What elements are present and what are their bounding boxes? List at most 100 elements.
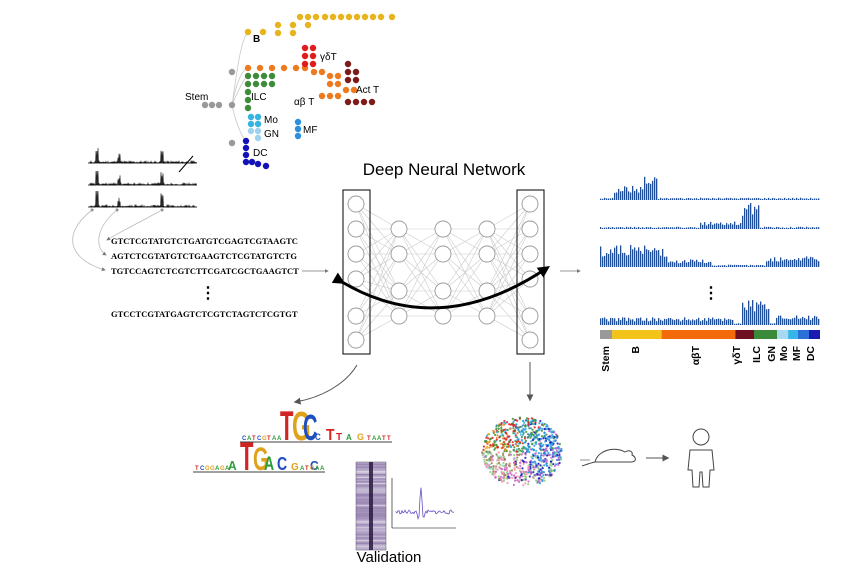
embedding-cell-point (543, 435, 546, 438)
embedding-cell-point (534, 466, 537, 469)
profile-bar (656, 178, 658, 200)
network-node (347, 195, 365, 213)
motif-arrow (293, 364, 358, 405)
profile-bar (680, 321, 682, 325)
embedding-cell-point (503, 443, 506, 446)
embedding-cell-point (527, 448, 530, 451)
profile-bar (672, 227, 674, 229)
embedding-cell-point (502, 461, 505, 465)
lineage-cell-dot (296, 13, 304, 21)
network-edge (486, 253, 531, 317)
profile-bar (780, 257, 782, 267)
profile-bar (658, 250, 660, 267)
profile-bar (714, 265, 716, 267)
profile-bar (634, 190, 636, 200)
logo-letter: T (252, 436, 256, 442)
embedding-cell-point (533, 426, 536, 429)
profile-bar (674, 198, 676, 200)
profile-bar (682, 227, 684, 229)
embedding-cell-point (524, 475, 527, 478)
profile-bar (654, 227, 656, 229)
embedding-cell-point (486, 441, 489, 444)
embedding-cell-point (496, 445, 499, 449)
embedding-cell-point (540, 435, 544, 438)
profile-bar (640, 187, 642, 200)
embedding-cell-point (544, 448, 547, 451)
lineage-cell-dot (344, 76, 352, 84)
embedding-cell-point (520, 435, 524, 439)
profile-bar (626, 226, 628, 229)
logo-letter: C (257, 436, 262, 442)
embedding-cell-point (554, 439, 557, 442)
logo-letter: T (240, 434, 254, 479)
embedding-cell-point (527, 446, 531, 449)
profile-bar (716, 198, 718, 200)
embedding-cell-point (532, 461, 535, 464)
profile-bar (732, 319, 734, 325)
profile-bar (630, 319, 632, 325)
embedding-cell-point (542, 459, 545, 462)
profile-bar (680, 227, 682, 229)
profile-bar (762, 227, 764, 229)
profile-bar (804, 318, 806, 325)
embedding-cell-point (528, 469, 531, 472)
embedding-cell-point (488, 440, 491, 443)
profile-bar (706, 225, 708, 229)
embedding-cell-point (495, 443, 498, 446)
network-node (347, 331, 365, 349)
profile-bar (632, 185, 634, 200)
profile-bar (694, 320, 696, 325)
embedding-cell-point (521, 419, 525, 422)
profile-bar (600, 198, 602, 200)
embedding-cell-point (491, 436, 494, 439)
profile-bar (740, 223, 742, 229)
embedding-cell-point (558, 447, 561, 450)
embedding-cell-point (527, 483, 530, 486)
profile-bar (686, 262, 688, 267)
profile-bar (812, 318, 814, 325)
profile-bar (712, 317, 714, 325)
embedding-cell-point (512, 427, 515, 430)
profile-bar (748, 197, 750, 200)
embedding-cell-point (484, 463, 487, 466)
embedding-cell-point (558, 457, 562, 460)
cell-type-segment (661, 330, 736, 339)
embedding-cell-point (518, 430, 521, 433)
profile-bar (704, 198, 706, 200)
embedding-cell-point (530, 455, 533, 458)
profile-bar (802, 227, 804, 229)
embedding-cell-point (495, 431, 498, 434)
lineage-cell-dot (368, 98, 376, 106)
embedding-cell-point (493, 448, 496, 451)
network-edge (486, 290, 531, 341)
logo-letter: C (315, 431, 321, 442)
profile-bar (800, 197, 802, 200)
profile-bar (722, 320, 724, 325)
sequence-ellipsis: ⋮ (200, 285, 216, 302)
profile-bar (762, 304, 764, 325)
lineage-cell-dot (326, 92, 334, 100)
lineage-cell-dot (244, 96, 252, 104)
profile-bar (640, 250, 642, 267)
profile-bar (818, 198, 820, 200)
profile-bar (744, 198, 746, 200)
heatmap-center-band (369, 462, 373, 550)
lineage-cell-dot (254, 160, 262, 168)
embedding-cell-point (501, 464, 504, 467)
profile-bar (806, 198, 808, 200)
embedding-cell-point (543, 432, 546, 435)
embedding-cell-point (517, 447, 521, 450)
embedding-cell-point (539, 464, 542, 467)
profile-bar (716, 223, 718, 229)
embedding-cell-point (530, 459, 533, 462)
embedding-cell-point (548, 429, 551, 432)
embedding-cell-point (534, 432, 537, 435)
embedding-cell-point (530, 417, 534, 420)
embedding-cell-point (521, 470, 525, 473)
profile-bar (694, 198, 696, 200)
profile-bar (768, 197, 770, 200)
embedding-cell-point (535, 449, 538, 452)
cell-type-label: GN (766, 346, 778, 362)
cell-type-label: ILC (751, 346, 763, 363)
profile-bar (602, 227, 604, 229)
